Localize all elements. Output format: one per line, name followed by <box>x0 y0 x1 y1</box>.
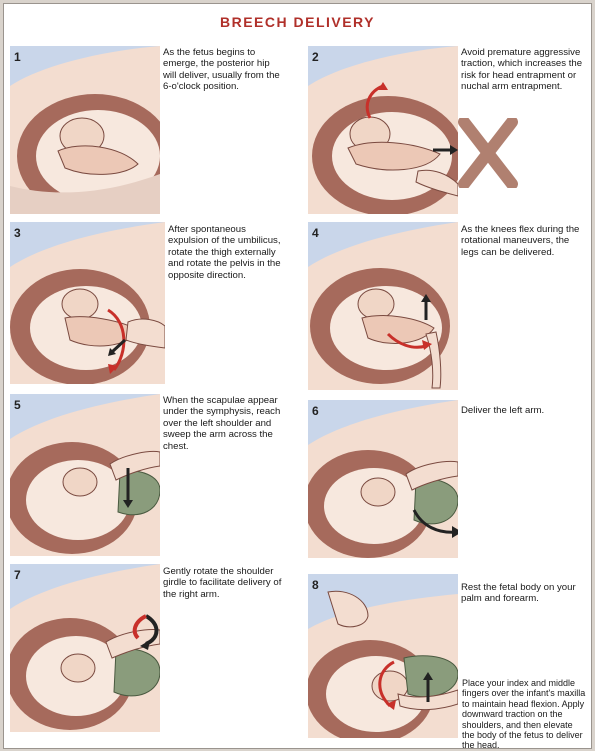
step-5-panel: 5 <box>10 394 160 556</box>
step-4-illustration <box>308 222 458 390</box>
step-8-number: 8 <box>312 578 319 592</box>
step-3-illustration <box>10 222 165 384</box>
step-7-illustration <box>10 564 160 732</box>
step-7-caption: Gently rotate the shoulder girdle to fac… <box>163 566 282 600</box>
step-3-panel: 3 <box>10 222 165 384</box>
step-5-number: 5 <box>14 398 21 412</box>
step-6-illustration <box>308 400 458 558</box>
step-2-caption: Avoid premature aggressive traction, whi… <box>461 47 583 93</box>
step-1-number: 1 <box>14 50 21 64</box>
step-8-caption-2: Place your index and middle fingers over… <box>462 678 586 751</box>
step-7-panel: 7 <box>10 564 160 732</box>
step-1-panel: 1 <box>10 46 160 214</box>
step-2-number: 2 <box>312 50 319 64</box>
step-6-panel: 6 <box>308 400 458 558</box>
figure-title: BREECH DELIVERY <box>219 14 375 30</box>
step-8-illustration <box>308 574 458 738</box>
step-8-caption: Rest the fetal body on your palm and for… <box>461 582 576 605</box>
step-4-panel: 4 <box>308 222 458 390</box>
step-6-number: 6 <box>312 404 319 418</box>
step-4-caption: As the knees flex during the rotational … <box>461 224 580 258</box>
step-1-illustration <box>10 46 160 214</box>
step-7-number: 7 <box>14 568 21 582</box>
step-3-caption: After spontaneous expulsion of the umbil… <box>168 224 281 281</box>
step-3-number: 3 <box>14 226 21 240</box>
step-4-number: 4 <box>312 226 319 240</box>
step-5-illustration <box>10 394 160 556</box>
step-6-caption: Deliver the left arm. <box>461 405 545 416</box>
avoid-cross-icon <box>458 118 518 188</box>
step-2-panel: 2 <box>308 46 518 214</box>
step-2-illustration <box>308 46 458 214</box>
step-8-panel: 8 <box>308 574 458 738</box>
step-1-caption: As the fetus begins to emerge, the poste… <box>163 47 280 93</box>
step-5-caption: When the scapulae appear under the symph… <box>163 395 281 452</box>
